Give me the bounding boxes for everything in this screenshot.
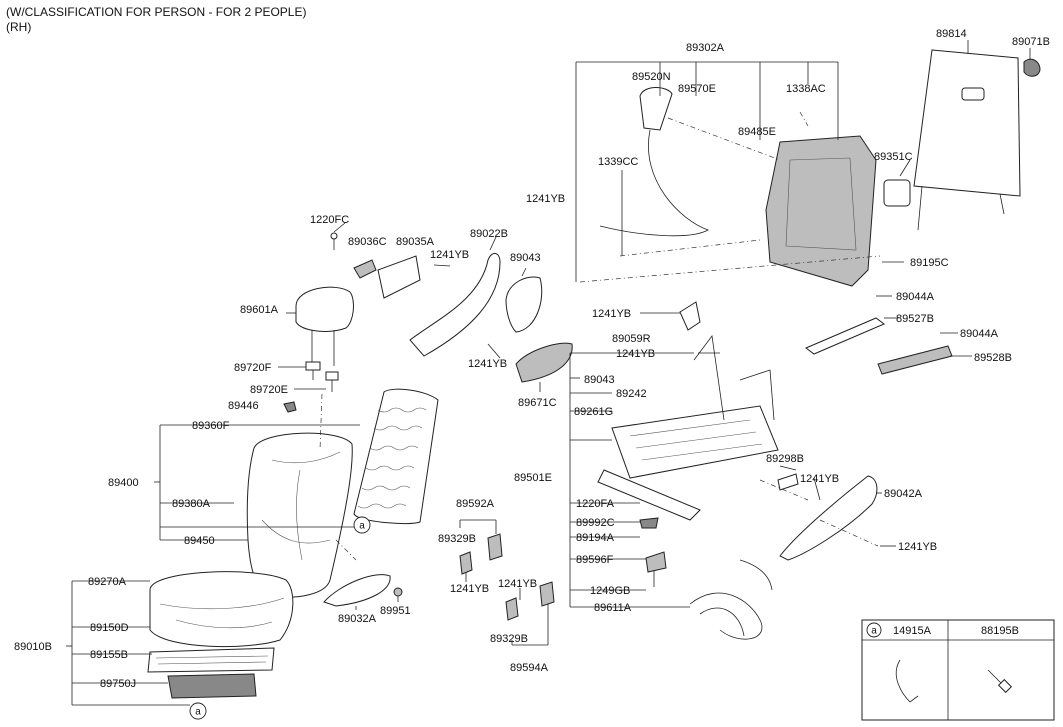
label-89044A: 89044A — [960, 328, 999, 340]
label-89022B: 89022B — [470, 228, 508, 240]
callout-a-upper-text: a — [359, 521, 365, 532]
label-89446: 89446 — [228, 400, 259, 412]
label-89671C: 89671C — [518, 397, 557, 409]
label-89059R: 89059R — [612, 333, 651, 345]
leader-lines — [66, 40, 1031, 706]
label-1241YB: 1241YB — [450, 583, 489, 595]
label-89329B: 89329B — [490, 633, 528, 645]
label-89010B: 89010B — [14, 641, 52, 653]
label-1241YB: 1241YB — [498, 578, 537, 590]
label-89071B: 89071B — [1012, 36, 1050, 48]
label-89720E: 89720E — [250, 384, 288, 396]
label-1241YB: 1241YB — [526, 193, 565, 205]
label-89380A: 89380A — [172, 498, 211, 510]
label-89036C: 89036C — [348, 236, 387, 248]
legend-part-col1: 14915A — [893, 625, 932, 637]
label-89611A: 89611A — [594, 602, 632, 614]
label-89195C: 89195C — [910, 257, 949, 269]
label-89298B: 89298B — [766, 453, 804, 465]
label-89032A: 89032A — [338, 613, 377, 625]
label-89450: 89450 — [184, 535, 215, 547]
callout-a-lower: a — [189, 702, 207, 720]
label-89720F: 89720F — [234, 362, 272, 374]
label-89527B: 89527B — [896, 313, 934, 325]
label-89592A: 89592A — [456, 498, 495, 510]
label-89814: 89814 — [936, 28, 967, 40]
label-1338AC: 1338AC — [786, 83, 826, 95]
label-1241YB: 1241YB — [898, 541, 937, 553]
callout-a-lower-text: a — [195, 707, 201, 718]
label-1241YB: 1241YB — [616, 348, 655, 360]
label-1220FA: 1220FA — [576, 498, 615, 510]
label-89351C: 89351C — [874, 151, 913, 163]
diagram-subtitle: (RH) — [6, 20, 32, 34]
label-89261G: 89261G — [574, 406, 613, 418]
label-89360F: 89360F — [192, 420, 230, 432]
legend-part-col2: 88195B — [981, 625, 1019, 637]
label-1339CC: 1339CC — [598, 156, 638, 168]
label-89329B: 89329B — [438, 533, 476, 545]
label-89242: 89242 — [616, 388, 647, 400]
label-1241YB: 1241YB — [800, 473, 839, 485]
label-89043: 89043 — [510, 252, 541, 264]
legend-table: a 14915A 88195B — [861, 619, 1055, 721]
label-89302A: 89302A — [686, 42, 725, 54]
label-89400: 89400 — [108, 477, 139, 489]
label-89570E: 89570E — [678, 83, 716, 95]
label-89520N: 89520N — [632, 71, 671, 83]
label-89042A: 89042A — [884, 488, 923, 500]
label-1249GB: 1249GB — [590, 585, 630, 597]
label-89194A: 89194A — [576, 532, 615, 544]
label-89594A: 89594A — [510, 662, 549, 674]
label-89601A: 89601A — [240, 304, 279, 316]
part-number-labels: 89302A 89814 89071B 89520N 89570E 1338AC… — [14, 28, 1050, 690]
diagram-title: (W/CLASSIFICATION FOR PERSON - FOR 2 PEO… — [6, 5, 307, 19]
label-89485E: 89485E — [738, 126, 776, 138]
callout-a-upper: a — [353, 516, 371, 534]
legend-marker: a — [871, 626, 877, 637]
label-1241YB: 1241YB — [592, 308, 631, 320]
label-89750J: 89750J — [100, 678, 136, 690]
label-89155B: 89155B — [90, 649, 128, 661]
label-89043: 89043 — [584, 374, 615, 386]
label-1241YB: 1241YB — [468, 358, 507, 370]
label-89992C: 89992C — [576, 517, 615, 529]
label-1241YB: 1241YB — [430, 249, 469, 261]
label-89501E: 89501E — [514, 472, 552, 484]
label-89044A: 89044A — [896, 291, 935, 303]
label-89270A: 89270A — [88, 576, 127, 588]
label-89150D: 89150D — [90, 622, 129, 634]
label-89596F: 89596F — [576, 554, 614, 566]
label-1220FC: 1220FC — [310, 214, 349, 226]
label-89035A: 89035A — [396, 236, 435, 248]
label-89528B: 89528B — [974, 352, 1012, 364]
part-illustrations — [147, 49, 1041, 703]
label-89951: 89951 — [380, 605, 411, 617]
